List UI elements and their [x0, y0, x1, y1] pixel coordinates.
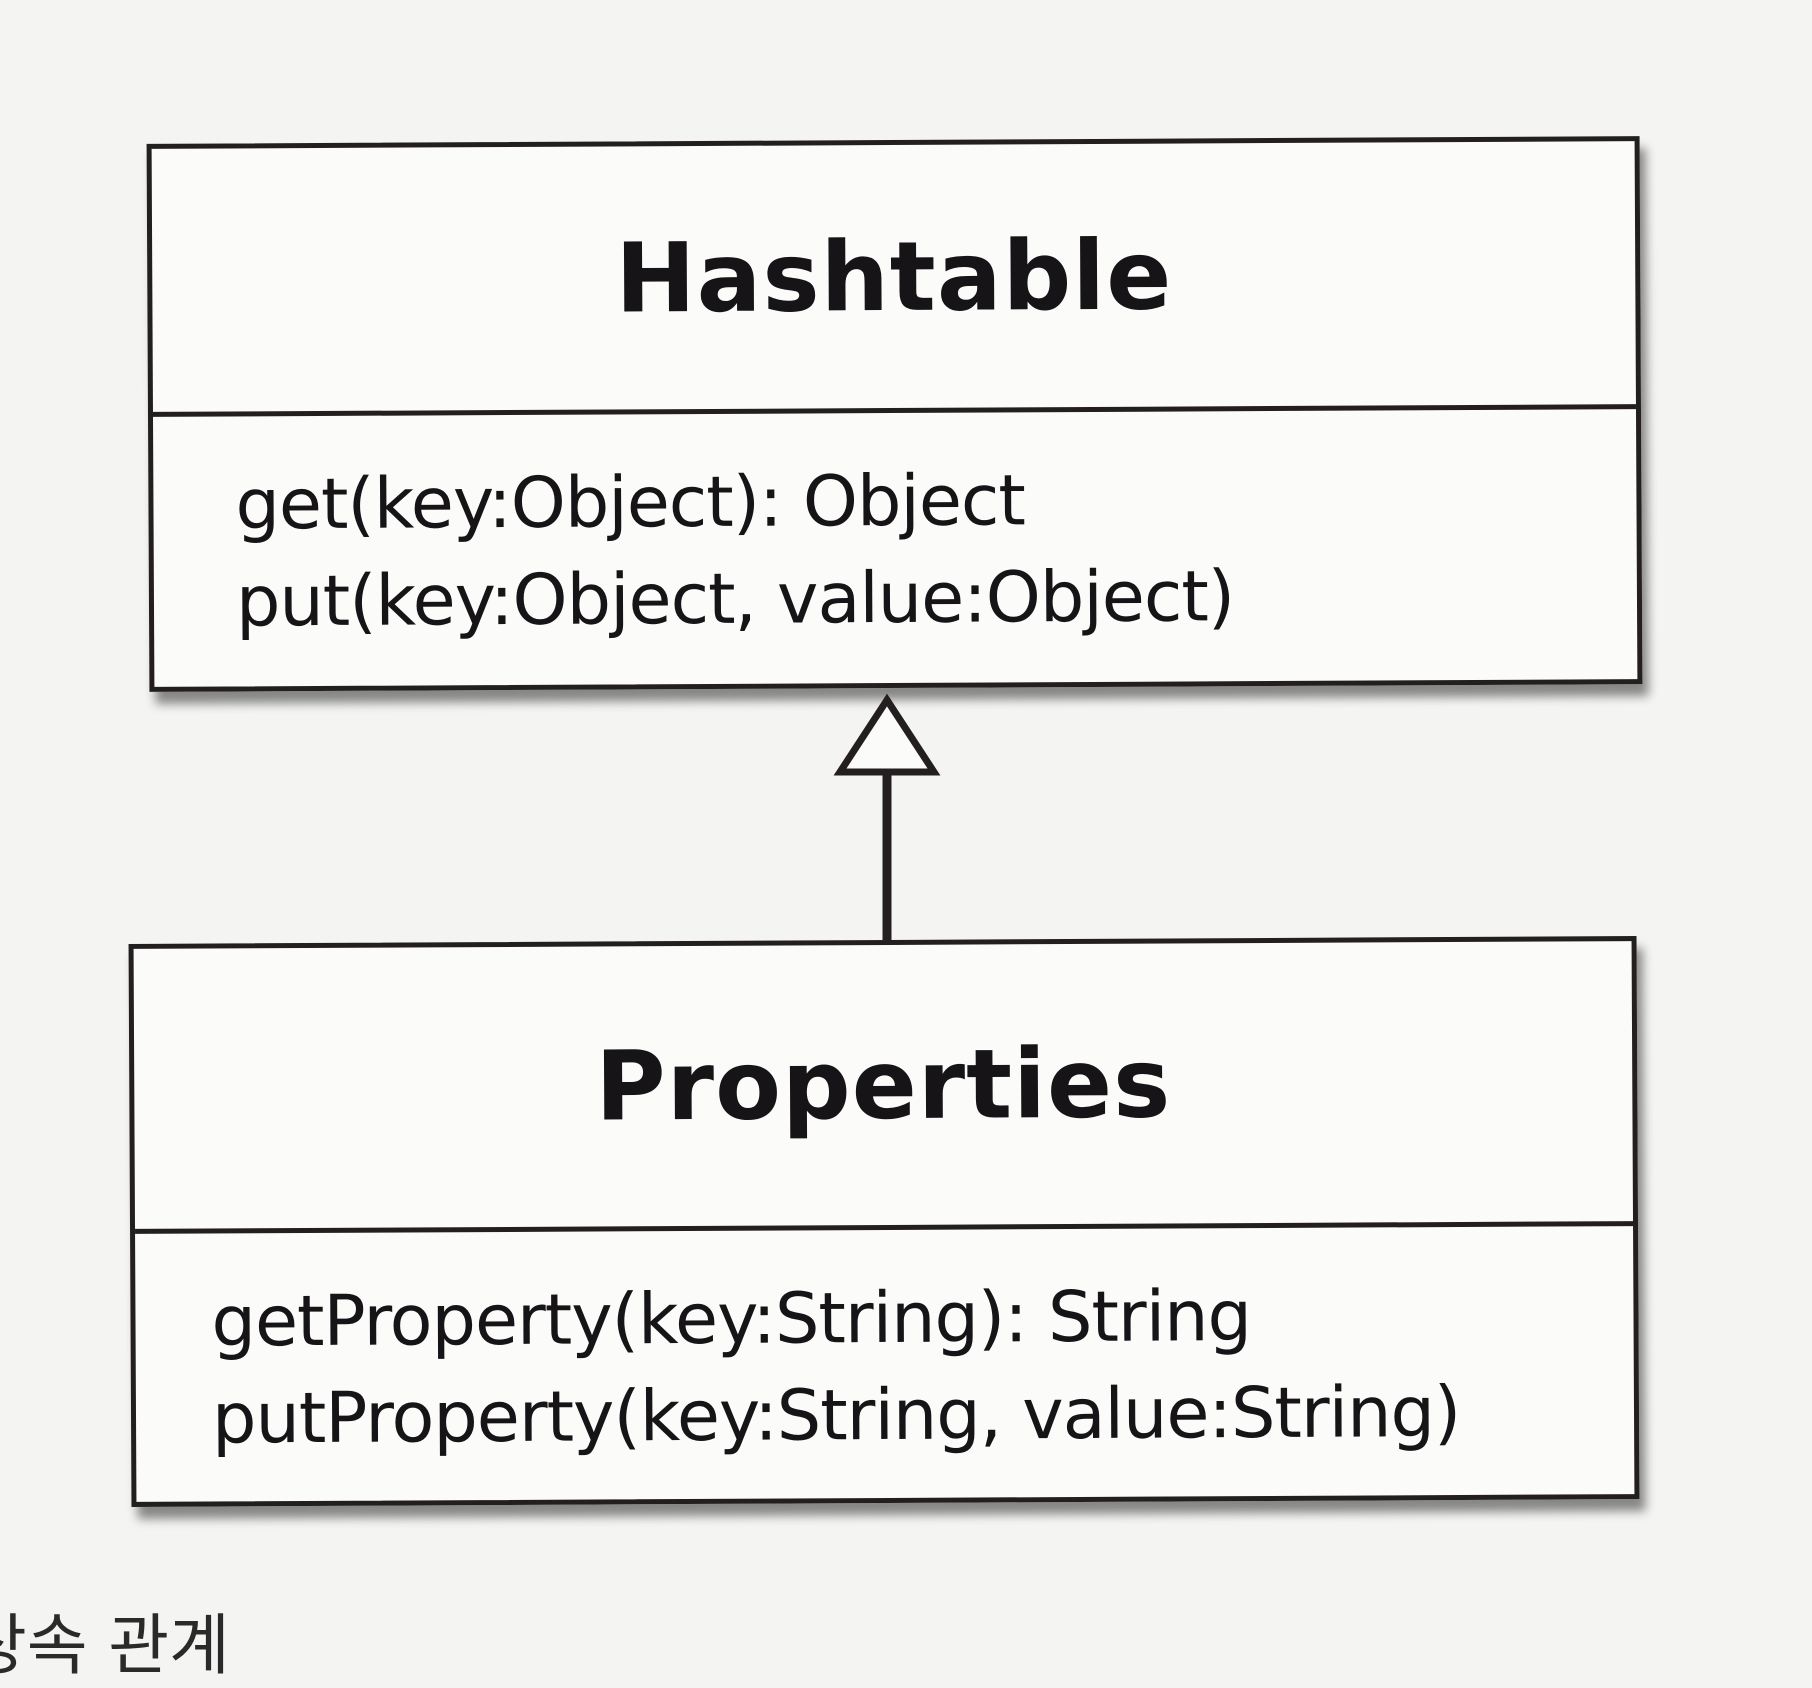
- method-put-property: putProperty(key:String, value:String): [211, 1370, 1461, 1460]
- inheritance-arrow: [833, 693, 941, 944]
- class-name-properties: Properties: [133, 941, 1634, 1234]
- inheritance-arrowhead: [833, 693, 941, 776]
- method-list-properties: getProperty(key:String): String putPrope…: [135, 1226, 1634, 1468]
- figure-caption: 상속 관계: [0, 1607, 230, 1684]
- class-box-properties: Properties getProperty(key:String): Stri…: [128, 936, 1640, 1507]
- method-get-property: getProperty(key:String): String: [211, 1275, 1252, 1363]
